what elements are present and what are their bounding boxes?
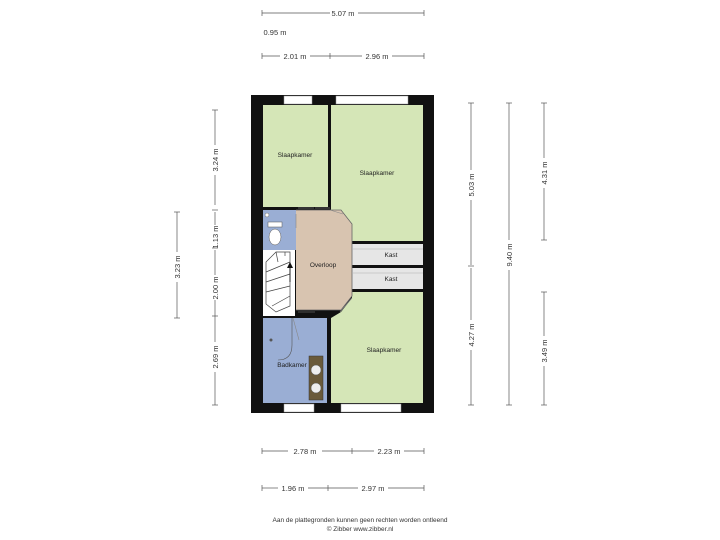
windows (283, 95, 409, 413)
dim-left-top: 3.24 m (211, 149, 220, 172)
dim-top-total: 5.07 m (332, 9, 355, 18)
doors (292, 207, 353, 341)
dim-left-bottom: 2.69 m (211, 346, 220, 369)
dim-bottom-left-2: 1.96 m (282, 484, 305, 493)
dim-left-mid-2: 2.00 m (211, 277, 220, 300)
top-dimension-lines (174, 10, 547, 491)
shower-icon (269, 318, 293, 361)
hallway-outline (296, 209, 353, 311)
footer-copyright: © Zibber www.zibber.nl (326, 526, 394, 533)
toilet (263, 210, 296, 250)
dim-right-total: 9.40 m (505, 244, 514, 267)
dim-left-outer: 3.23 m (173, 256, 182, 279)
dim-right-inner-top: 5.03 m (467, 174, 476, 197)
stairs-icon (265, 251, 291, 313)
room-label-closet-2: Kast (384, 276, 397, 283)
dim-top-left: 2.01 m (284, 52, 307, 61)
toilet-icon (264, 212, 283, 246)
dim-right-outer-top: 4.31 m (540, 162, 549, 185)
dim-left-mid-1: 1.13 m (211, 226, 220, 249)
dim-bottom-right-1: 2.23 m (378, 447, 401, 456)
hallway (296, 210, 352, 310)
dim-top-right: 2.96 m (366, 52, 389, 61)
dim-right-inner-bottom: 4.27 m (467, 324, 476, 347)
dim-bottom-right-2: 2.97 m (362, 484, 385, 493)
closet-hatching (352, 248, 423, 274)
room-label-bedroom-top-left: Slaapkamer (278, 152, 314, 159)
dim-bottom-left-1: 2.78 m (294, 447, 317, 456)
room-label-bathroom: Badkamer (277, 362, 307, 369)
bedroom-bottom (331, 292, 423, 403)
dim-top-small: 0.95 m (264, 28, 287, 37)
stairs-arrow-icon (287, 262, 293, 282)
room-label-closet-1: Kast (384, 252, 397, 259)
room-label-bedroom-bottom: Slaapkamer (367, 347, 403, 354)
bedroom-top-left (263, 105, 328, 207)
room-label-bedroom-top-right: Slaapkamer (360, 170, 396, 177)
dim-right-outer-bottom: 3.49 m (540, 340, 549, 363)
double-sink-icon (308, 355, 324, 401)
footer-disclaimer: Aan de plattegronden kunnen geen rechten… (272, 517, 448, 524)
room-label-hallway: Overloop (310, 262, 337, 269)
